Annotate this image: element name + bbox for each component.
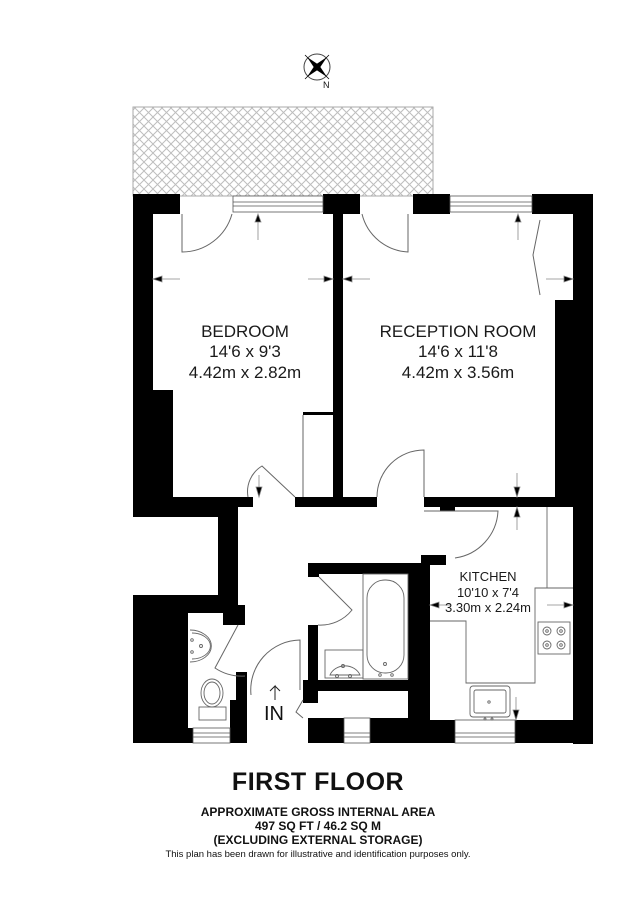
area-heading: APPROXIMATE GROSS INTERNAL AREA (200, 805, 436, 819)
hob-icon (542, 626, 566, 650)
room-dim-imperial: 14'6 x 9'3 (209, 342, 281, 362)
wc-basin-icon (189, 629, 212, 663)
room-label-reception: RECEPTION ROOM 14'6 x 11'8 4.42m x 3.56m (358, 322, 558, 383)
room-name: RECEPTION ROOM (379, 322, 537, 341)
walls (133, 194, 593, 744)
windows (192, 195, 533, 744)
room-dim-metric: 4.42m x 3.56m (401, 362, 515, 382)
area-note: (EXCLUDING EXTERNAL STORAGE) (213, 833, 423, 847)
bathtub-icon (362, 573, 409, 680)
kitchen-sink-icon (469, 685, 511, 721)
entrance-arrow-icon (269, 684, 281, 700)
room-label-bedroom: BEDROOM 14'6 x 9'3 4.42m x 2.82m (160, 322, 330, 383)
room-name: KITCHEN (459, 569, 517, 584)
measurement-arrows (151, 212, 575, 722)
fixtures (189, 507, 573, 721)
floor-title: FIRST FLOOR (231, 768, 405, 796)
disclaimer: This plan has been drawn for illustrativ… (165, 849, 471, 860)
area-value: 497 SQ FT / 46.2 SQ M (254, 819, 382, 833)
entrance-label: IN (264, 703, 284, 725)
bathroom-basin-icon (324, 649, 364, 679)
room-dim-imperial: 10'10 x 7'4 (456, 584, 520, 600)
balcony-terrace (132, 106, 434, 197)
compass-rose-icon (303, 53, 331, 81)
room-label-kitchen: KITCHEN 10'10 x 7'4 3.30m x 2.24m (433, 569, 543, 616)
room-dim-metric: 4.42m x 2.82m (188, 362, 302, 382)
kitchen-worktop (430, 507, 573, 684)
room-dim-metric: 3.30m x 2.24m (445, 600, 531, 616)
toilet-icon (198, 678, 227, 721)
room-dim-imperial: 14'6 x 11'8 (418, 342, 498, 362)
room-name: BEDROOM (201, 322, 289, 341)
doors (181, 213, 541, 719)
compass-north-label: N (323, 80, 330, 90)
